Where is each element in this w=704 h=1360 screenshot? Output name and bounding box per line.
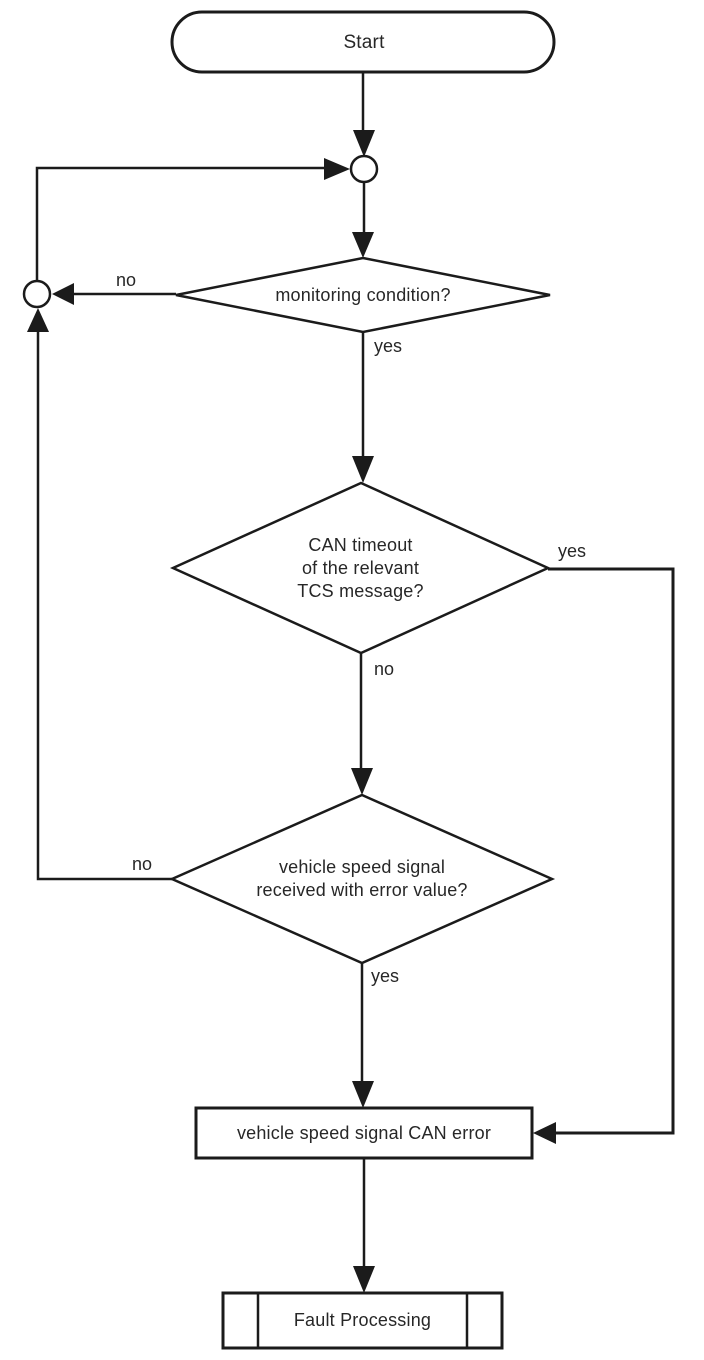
- decision-can-timeout-line1: CAN timeout: [308, 534, 413, 555]
- arrowhead-into-fault-box: [353, 1266, 375, 1293]
- process-can-error-text: vehicle speed signal CAN error: [236, 1122, 492, 1143]
- arrowhead-into-error-box-top: [352, 1081, 374, 1108]
- process-can-error-label: vehicle speed signal CAN error: [198, 1110, 530, 1156]
- flow-line-decision3-no: [36, 332, 172, 881]
- start-terminator-shape: [170, 10, 556, 74]
- decision-can-timeout-line2: of the relevant: [301, 557, 420, 578]
- decision-vehicle-speed-label: vehicle speed signal received with error…: [172, 797, 552, 961]
- arrowhead-into-decision3: [351, 768, 373, 795]
- arrowhead-into-decision2: [352, 456, 374, 483]
- predefined-fault-text: Fault Processing: [293, 1310, 432, 1330]
- edge-label-decision2-yes: yes: [558, 541, 587, 561]
- decision-can-timeout-label: CAN timeout of the relevant TCS message?: [173, 485, 548, 651]
- arrowhead-into-left-junction-bottom: [27, 308, 49, 332]
- decision-can-timeout-line3: TCS message?: [297, 580, 424, 601]
- start-label: Start: [174, 14, 554, 70]
- predefined-fault-label: Fault Processing: [258, 1295, 467, 1346]
- edge-label-decision1-yes: yes: [374, 336, 403, 356]
- arrowhead-into-left-junction-right: [52, 283, 74, 305]
- arrowhead-into-error-box-right: [533, 1122, 556, 1144]
- edge-label-decision3-no: no: [132, 854, 153, 874]
- decision-vehicle-speed-line2: received with error value?: [256, 880, 468, 900]
- flow-line-decision2-yes: [548, 567, 675, 1135]
- arrowhead-into-decision1: [352, 232, 374, 258]
- predefined-fault-shape: [221, 1291, 504, 1350]
- left-junction-circle: [22, 279, 52, 309]
- edge-label-decision1-no: no: [116, 270, 137, 290]
- decision-monitoring-text: monitoring condition?: [275, 284, 451, 305]
- top-junction-circle: [349, 154, 379, 184]
- start-label-text: Start: [343, 31, 385, 53]
- arrowhead-into-top-junction-left: [324, 158, 350, 180]
- flow-line-left-junction-to-top-junction: [35, 166, 324, 281]
- edge-label-decision3-yes: yes: [371, 966, 400, 986]
- arrowhead-into-top-junction: [353, 130, 375, 157]
- decision-vehicle-speed-line1: vehicle speed signal: [278, 857, 446, 877]
- decision-monitoring-label: monitoring condition?: [176, 260, 550, 330]
- edge-label-decision2-no: no: [374, 659, 395, 679]
